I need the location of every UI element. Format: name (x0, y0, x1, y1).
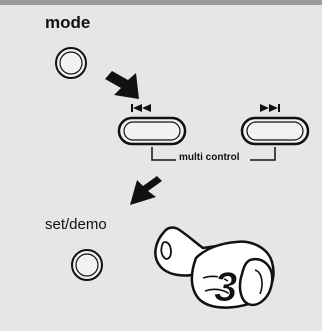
mode-label: mode (45, 13, 91, 32)
multi-control-next-button[interactable] (240, 116, 310, 146)
mode-button[interactable] (54, 46, 88, 80)
panel-top-strip (0, 0, 322, 5)
multi-control-prev-button[interactable] (117, 116, 187, 146)
pointing-arrow-icon (130, 176, 162, 205)
multi-control-label: multi control (176, 152, 243, 164)
set-demo-label: set/demo (45, 216, 107, 233)
skip-back-icon (131, 104, 151, 112)
multi-control-bracket (151, 147, 276, 161)
pressing-hand-icon (154, 226, 275, 309)
pointing-arrow-icon (105, 71, 139, 99)
skip-forward-icon (260, 104, 280, 112)
set-demo-button[interactable] (70, 248, 104, 282)
